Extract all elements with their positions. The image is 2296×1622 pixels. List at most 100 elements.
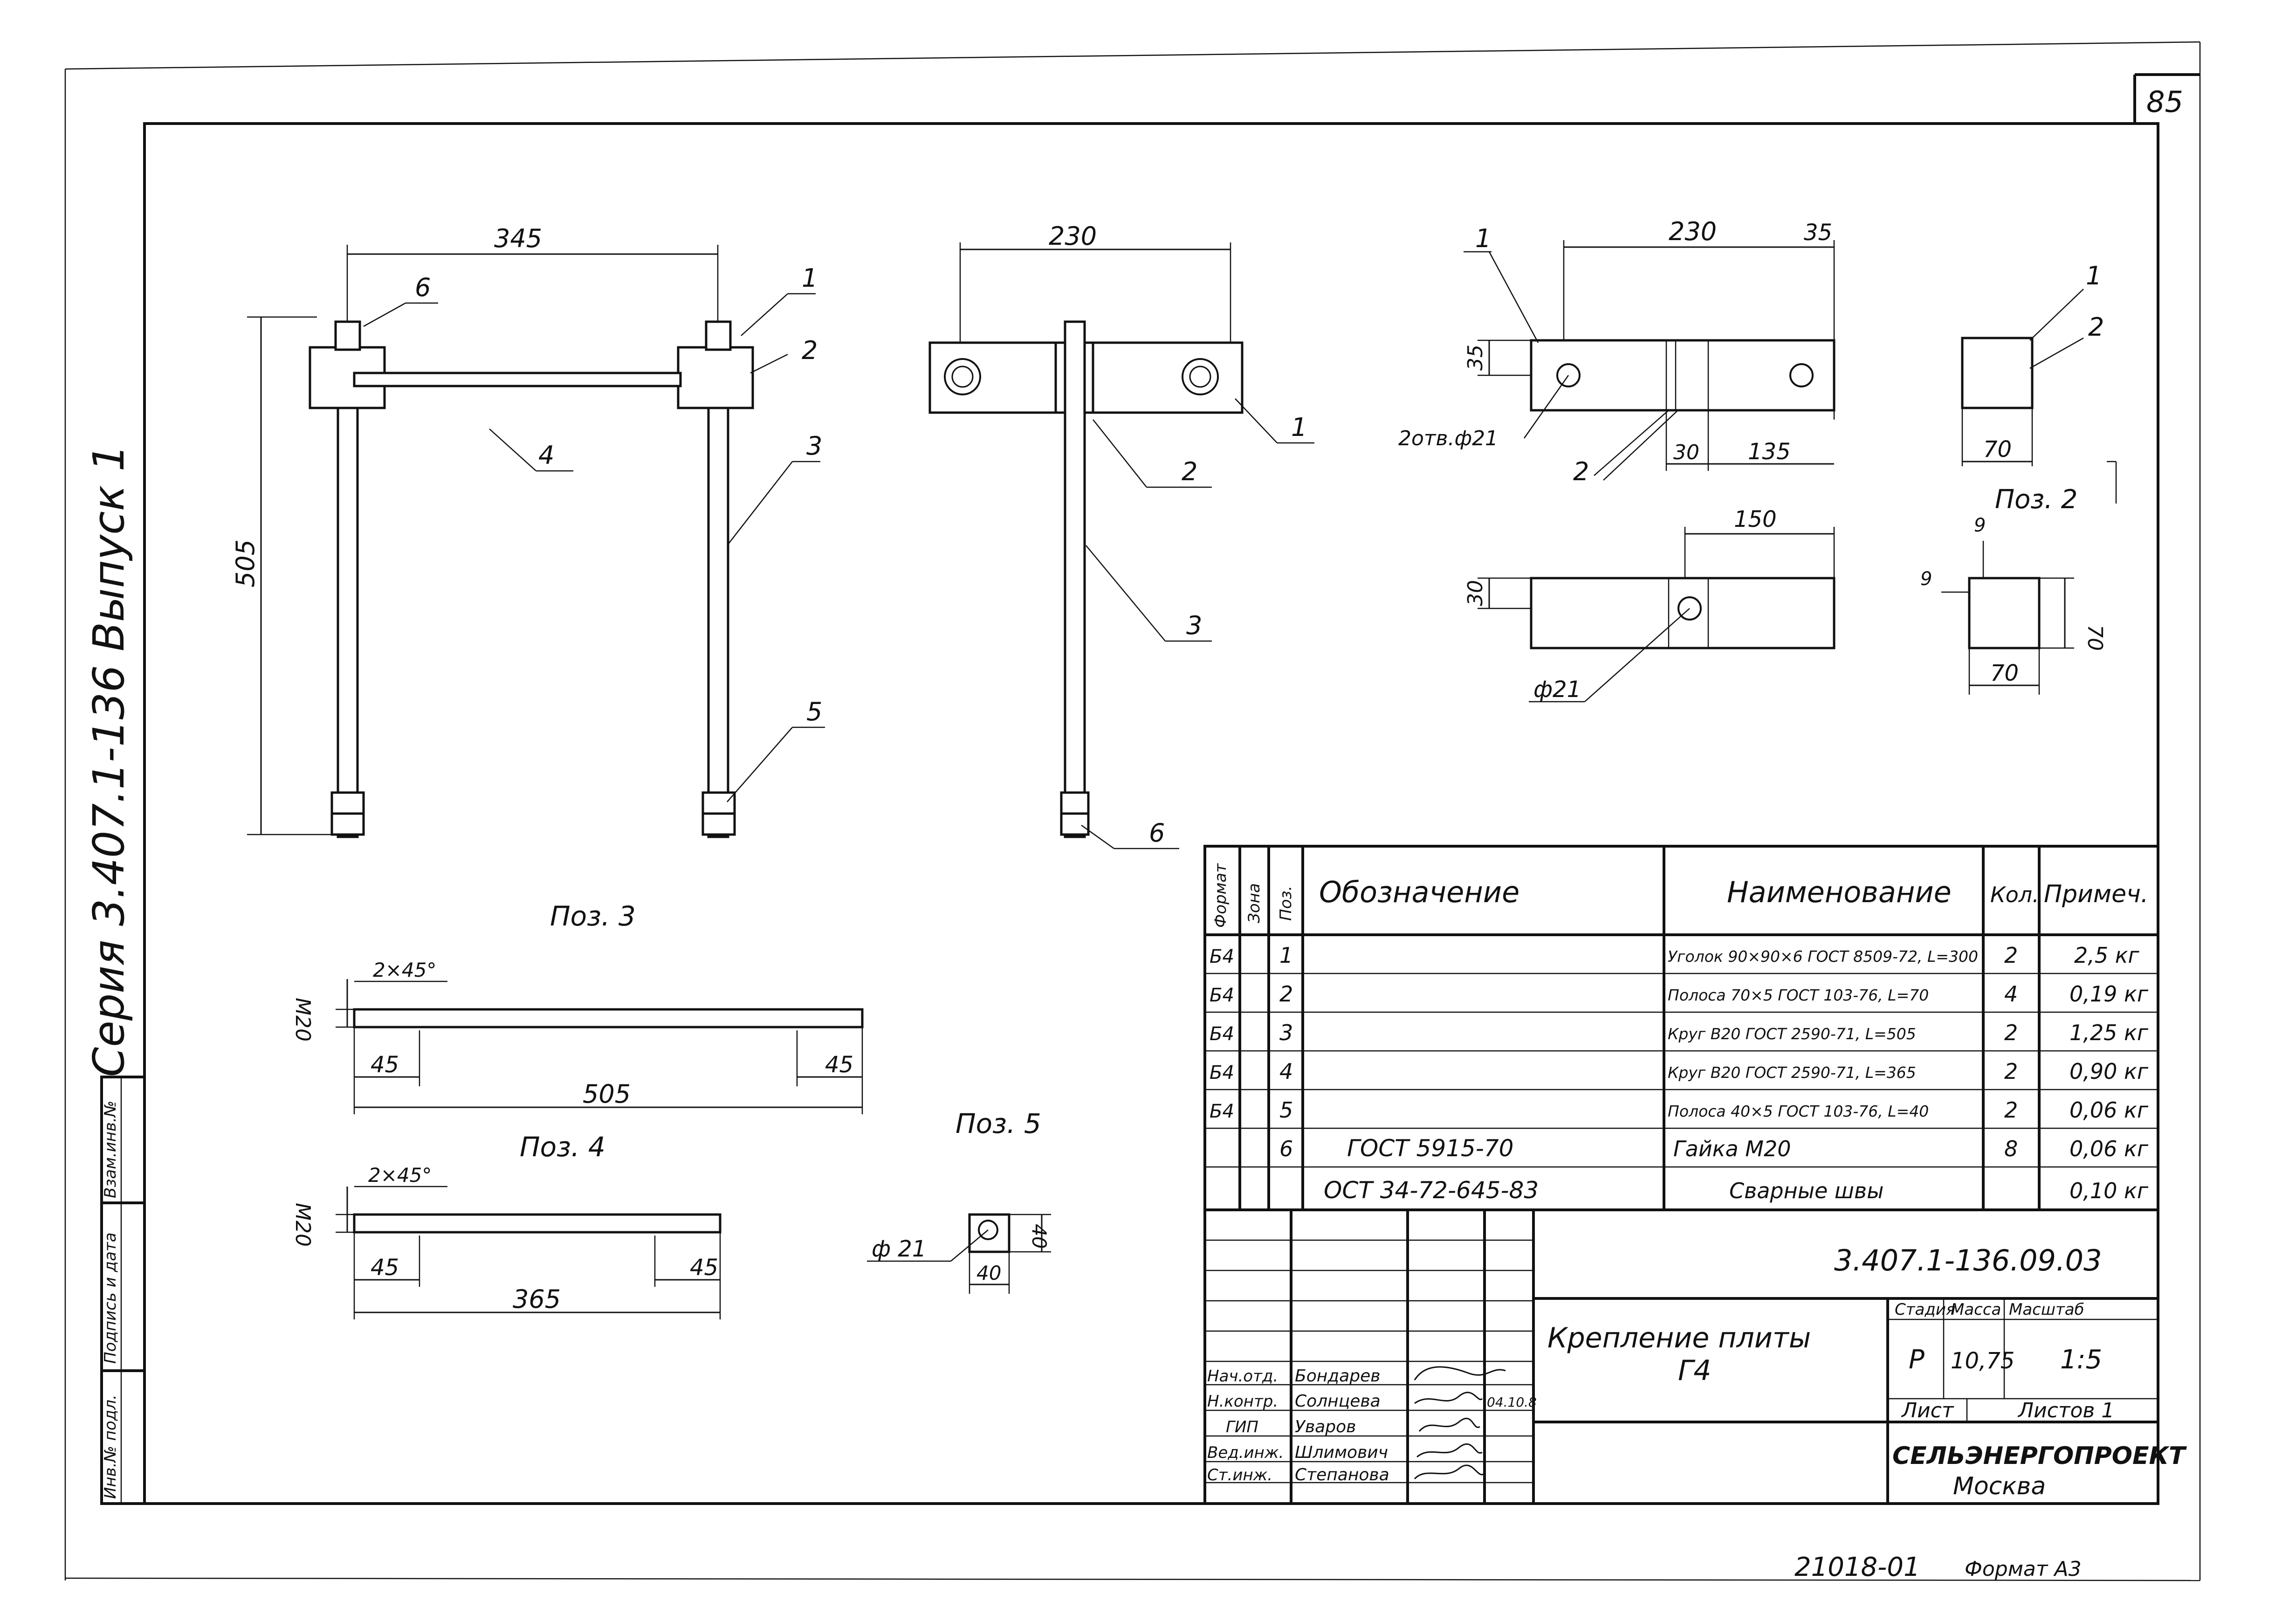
sheet-label: Лист [1901, 1399, 1954, 1422]
spec-header-qty: Кол. [1990, 882, 2039, 907]
pos1-drawing [1464, 240, 1835, 703]
assembly-callout-1: 1 [802, 263, 818, 293]
mass-value: 10,75 [1951, 1348, 2014, 1374]
spec-header-format: Формат [1211, 863, 1230, 928]
pos3-dim-45-right: 45 [825, 1052, 853, 1078]
pos4-thread: M20 [291, 1203, 315, 1247]
pos2-dim-9-a: 9 [1974, 515, 1986, 536]
spec-row-6-note: 0,06 кг [2069, 1136, 2149, 1161]
side-label-sign: Подпись и дата [101, 1232, 120, 1364]
signer-1-role: Нач.отд. [1207, 1367, 1278, 1386]
pos1-dim-30: 30 [1673, 441, 1699, 464]
assembly-callout-2: 2 [802, 336, 818, 365]
spec-row-1-format: Б4 [1210, 946, 1234, 967]
pos1-dim-35-top: 35 [1804, 220, 1832, 246]
pos1-dim-150: 150 [1734, 506, 1777, 532]
spec-row-6-pos: 6 [1279, 1136, 1293, 1161]
scale-value: 1:5 [2060, 1345, 2102, 1375]
assembly-dim-height: 505 [231, 539, 260, 587]
pos2-dim-70-top: 70 [1983, 436, 2012, 462]
pos5-title: Поз. 5 [956, 1108, 1041, 1139]
spec-row-4-name: Круг В20 ГОСТ 2590-71, L=365 [1668, 1063, 1916, 1082]
mass-label: Масса [1951, 1300, 2001, 1319]
side-view [928, 242, 1314, 849]
pos3-chamfer: 2×45° [373, 959, 436, 981]
pos3-title: Поз. 3 [550, 900, 636, 932]
side-callout-1: 1 [1291, 413, 1307, 442]
bottom-number: 21018-01 [1794, 1552, 1920, 1582]
pos1-dim-35-side: 35 [1464, 345, 1487, 371]
pos2-dim-9-b: 9 [1920, 568, 1932, 590]
signer-4-name: Шлимович [1295, 1443, 1388, 1462]
signer-2-name: Солнцева [1295, 1392, 1381, 1411]
pos3-dim-length: 505 [583, 1079, 631, 1109]
pos3-dim-45-left: 45 [371, 1052, 399, 1078]
pos4-title: Поз. 4 [520, 1131, 605, 1163]
side-label-inv: Инв.№ подл. [101, 1394, 120, 1499]
pos1-callout-1: 1 [1475, 224, 1491, 253]
org-name: СЕЛЬЭНЕРГОПРОЕКТ [1892, 1442, 2187, 1470]
pos3-thread: M20 [291, 998, 315, 1042]
spec-row-7-name: Сварные швы [1729, 1178, 1884, 1203]
pos4-dim-45-right: 45 [690, 1255, 718, 1281]
signer-1-name: Бондарев [1295, 1367, 1380, 1386]
title-main: Крепление плиты [1547, 1322, 1811, 1354]
pos3-drawing [336, 979, 864, 1114]
pos1-callout-2: 2 [1573, 457, 1589, 486]
spec-row-6-qty: 8 [2004, 1136, 2018, 1161]
pos1-holes-label: 2отв.ф21 [1398, 427, 1498, 450]
spec-row-6-name: Гайка М20 [1673, 1136, 1791, 1161]
spec-row-3-qty: 2 [2004, 1020, 2018, 1045]
spec-row-2-format: Б4 [1210, 985, 1234, 1006]
pos2-dim-70-side: 70 [2083, 625, 2107, 651]
spec-row-2-name: Полоса 70×5 ГОСТ 103-76, L=70 [1668, 986, 1929, 1004]
pos1-dim-230: 230 [1669, 217, 1717, 246]
org-city: Москва [1953, 1472, 2046, 1500]
assembly-callout-6: 6 [415, 273, 431, 302]
pos2-title: Поз. 2 [1995, 484, 2077, 515]
spec-header-note: Примеч. [2044, 880, 2148, 908]
spec-row-3-name: Круг В20 ГОСТ 2590-71, L=505 [1668, 1025, 1916, 1043]
pos2-dim-70-bottom: 70 [1990, 660, 2019, 686]
signer-2-role: Н.контр. [1207, 1392, 1278, 1411]
side-callout-3: 3 [1186, 611, 1202, 640]
spec-row-1-note: 2,5 кг [2074, 943, 2140, 968]
spec-header-name: Наименование [1727, 875, 1952, 909]
sheet-frame [64, 41, 2201, 1581]
spec-row-3-format: Б4 [1210, 1023, 1234, 1045]
pos4-dim-length: 365 [513, 1284, 561, 1314]
spec-row-7-note: 0,10 кг [2069, 1178, 2149, 1203]
spec-row-4-pos: 4 [1279, 1059, 1293, 1084]
spec-row-2-qty: 4 [2004, 981, 2018, 1007]
pos5-dim-w: 40 [976, 1262, 1001, 1284]
assembly-dim-width: 345 [494, 224, 542, 253]
title-block-grid [1203, 1208, 2159, 1505]
stage-value: Р [1909, 1345, 1925, 1375]
side-callout-2: 2 [1182, 457, 1197, 486]
spec-row-3-note: 1,25 кг [2069, 1020, 2149, 1045]
side-series-stamp: Серия 3.407.1-136 Выпуск 1 [84, 444, 134, 1077]
signer-4-role: Вед.инж. [1207, 1443, 1284, 1462]
spec-row-2-note: 0,19 кг [2069, 981, 2149, 1007]
left-strip [100, 1076, 146, 1505]
spec-row-4-note: 0,90 кг [2069, 1059, 2149, 1084]
assembly-callout-5: 5 [806, 697, 822, 726]
signer-3-role: ГИП [1226, 1418, 1258, 1436]
assembly-front-view [247, 245, 825, 838]
side-callout-6: 6 [1149, 818, 1165, 848]
signer-5-role: Ст.инж. [1207, 1466, 1272, 1484]
signatures [1414, 1366, 1506, 1480]
title-sub: Г4 [1678, 1354, 1712, 1387]
pos2-callout-1: 1 [2086, 261, 2102, 290]
spec-header-pos: Поз. [1277, 886, 1295, 921]
spec-row-4-format: Б4 [1210, 1062, 1234, 1084]
stage-label: Стадия [1895, 1300, 1955, 1319]
spec-row-5-qty: 2 [2004, 1097, 2018, 1123]
assembly-callout-4: 4 [538, 441, 554, 470]
side-label-replace: Взам.инв.№ [101, 1101, 120, 1198]
spec-row-5-pos: 5 [1279, 1097, 1293, 1123]
spec-row-6-designation: ГОСТ 5915-70 [1347, 1135, 1513, 1162]
pos5-drawing [867, 1213, 1051, 1294]
pos5-phi-label: ф 21 [872, 1236, 926, 1262]
